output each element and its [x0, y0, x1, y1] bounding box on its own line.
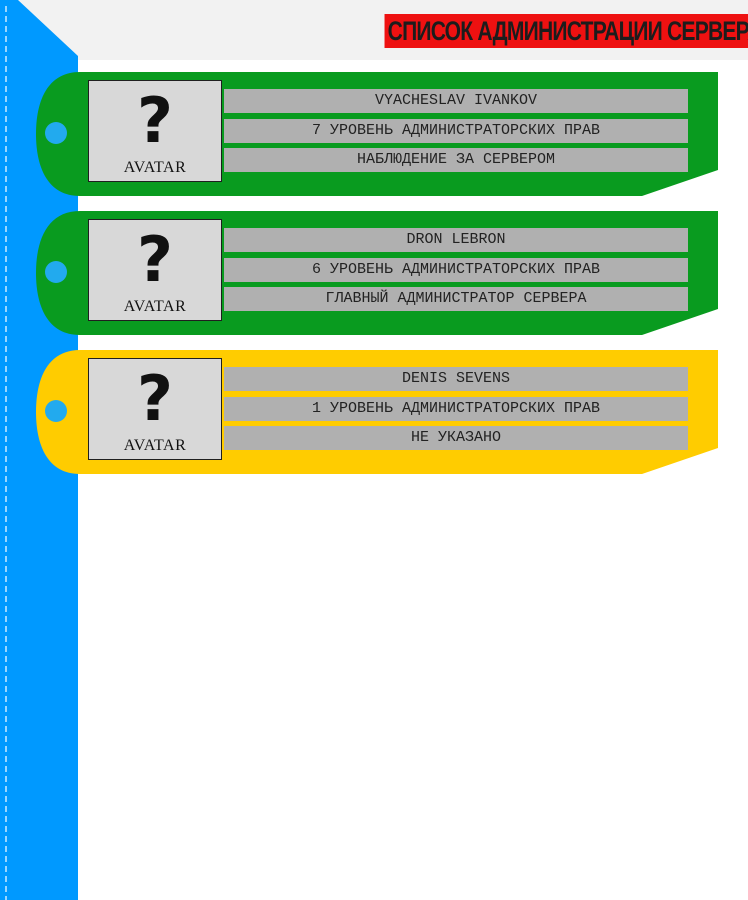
- admin-name: DRON LEBRON: [224, 228, 688, 252]
- avatar: ? AVATAR: [88, 358, 222, 460]
- question-mark-icon: ?: [137, 223, 173, 296]
- tag-hole: [45, 400, 67, 422]
- admin-role: НАБЛЮДЕНИЕ ЗА СЕРВЕРОМ: [224, 148, 688, 172]
- question-mark-icon: ?: [137, 84, 173, 157]
- admin-card[interactable]: ? AVATAR VYACHESLAV IVANKOV 7 УРОВЕНЬ АД…: [36, 72, 718, 196]
- avatar: ? AVATAR: [88, 80, 222, 182]
- avatar: ? AVATAR: [88, 219, 222, 321]
- question-mark-icon: ?: [137, 362, 173, 435]
- admin-name: VYACHESLAV IVANKOV: [224, 89, 688, 113]
- tag-hole: [45, 122, 67, 144]
- admin-role: НЕ УКАЗАНО: [224, 426, 688, 450]
- admin-card[interactable]: ? AVATAR DRON LEBRON 6 УРОВЕНЬ АДМИНИСТР…: [36, 211, 718, 335]
- admin-level: 1 УРОВЕНЬ АДМИНИСТРАТОРСКИХ ПРАВ: [224, 397, 688, 421]
- admin-name: DENIS SEVENS: [224, 367, 688, 391]
- avatar-label: AVATAR: [123, 298, 187, 315]
- admin-level: 6 УРОВЕНЬ АДМИНИСТРАТОРСКИХ ПРАВ: [224, 258, 688, 282]
- tag-hole: [45, 261, 67, 283]
- avatar-label: AVATAR: [123, 437, 187, 454]
- page-title: СПИСОК АДМИНИСТРАЦИИ СЕРВЕРА V: [384, 14, 748, 48]
- avatar-label: AVATAR: [123, 159, 187, 176]
- admin-role: ГЛАВНЫЙ АДМИНИСТРАТОР СЕРВЕРА: [224, 287, 688, 311]
- admin-level: 7 УРОВЕНЬ АДМИНИСТРАТОРСКИХ ПРАВ: [224, 119, 688, 143]
- admin-card[interactable]: ? AVATAR DENIS SEVENS 1 УРОВЕНЬ АДМИНИСТ…: [36, 350, 718, 474]
